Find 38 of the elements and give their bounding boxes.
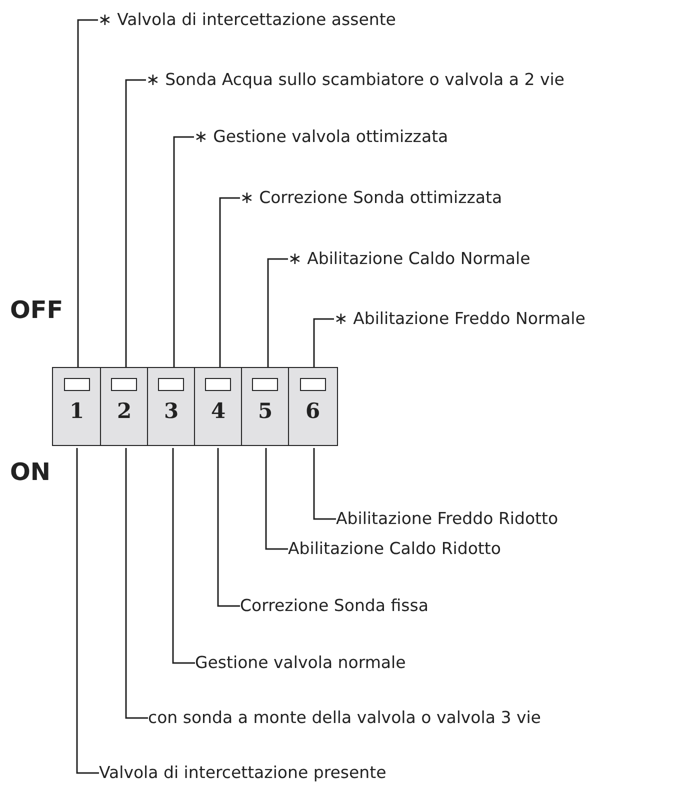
switch-state-label: ON — [10, 458, 50, 486]
dip-switch-slot — [241, 367, 290, 446]
setting-label: Valvola di intercettazione presente — [99, 761, 386, 785]
switch-number: 3 — [162, 398, 180, 423]
leader-line — [125, 448, 148, 719]
leader-line — [219, 197, 240, 367]
setting-label: ∗ Sonda Acqua sullo scambiatore o valvola a 2 vie — [146, 68, 564, 92]
switch-number: 2 — [116, 398, 133, 423]
switch-number: 4 — [210, 398, 227, 423]
dip-switch-slot — [147, 367, 196, 446]
switch-number: 1 — [68, 398, 86, 423]
setting-label: ∗ Abilitazione Freddo Normale — [334, 307, 586, 331]
setting-label: ∗ Correzione Sonda ottimizzata — [240, 186, 502, 210]
setting-label: Abilitazione Caldo Ridotto — [288, 537, 501, 561]
setting-label: con sonda a monte della valvola o valvola 3 vie — [148, 706, 541, 730]
dip-switch-slot — [288, 367, 338, 446]
leader-line — [313, 318, 334, 367]
dip-switch-slot — [52, 367, 102, 446]
leader-line — [125, 79, 146, 367]
setting-label: Correzione Sonda fissa — [240, 594, 428, 618]
leader-line — [217, 448, 240, 607]
setting-label: ∗ Valvola di intercettazione assente — [98, 8, 396, 32]
setting-label: Gestione valvola normale — [195, 651, 406, 675]
dip-switch-slot — [194, 367, 242, 446]
setting-label: Abilitazione Freddo Ridotto — [336, 507, 558, 531]
setting-label: ∗ Abilitazione Caldo Normale — [288, 247, 530, 271]
switch-number: 6 — [304, 398, 322, 423]
leader-line — [265, 448, 288, 550]
setting-label: ∗ Gestione valvola ottimizzata — [194, 125, 448, 149]
leader-line — [76, 448, 99, 774]
switch-state-label: OFF — [10, 296, 64, 324]
leader-line — [172, 448, 195, 664]
dip-switch-slot — [100, 367, 148, 446]
leader-line — [267, 258, 288, 367]
leader-line — [77, 19, 98, 367]
switch-number: 5 — [256, 398, 274, 423]
leader-line — [313, 448, 336, 520]
leader-line — [173, 136, 194, 367]
